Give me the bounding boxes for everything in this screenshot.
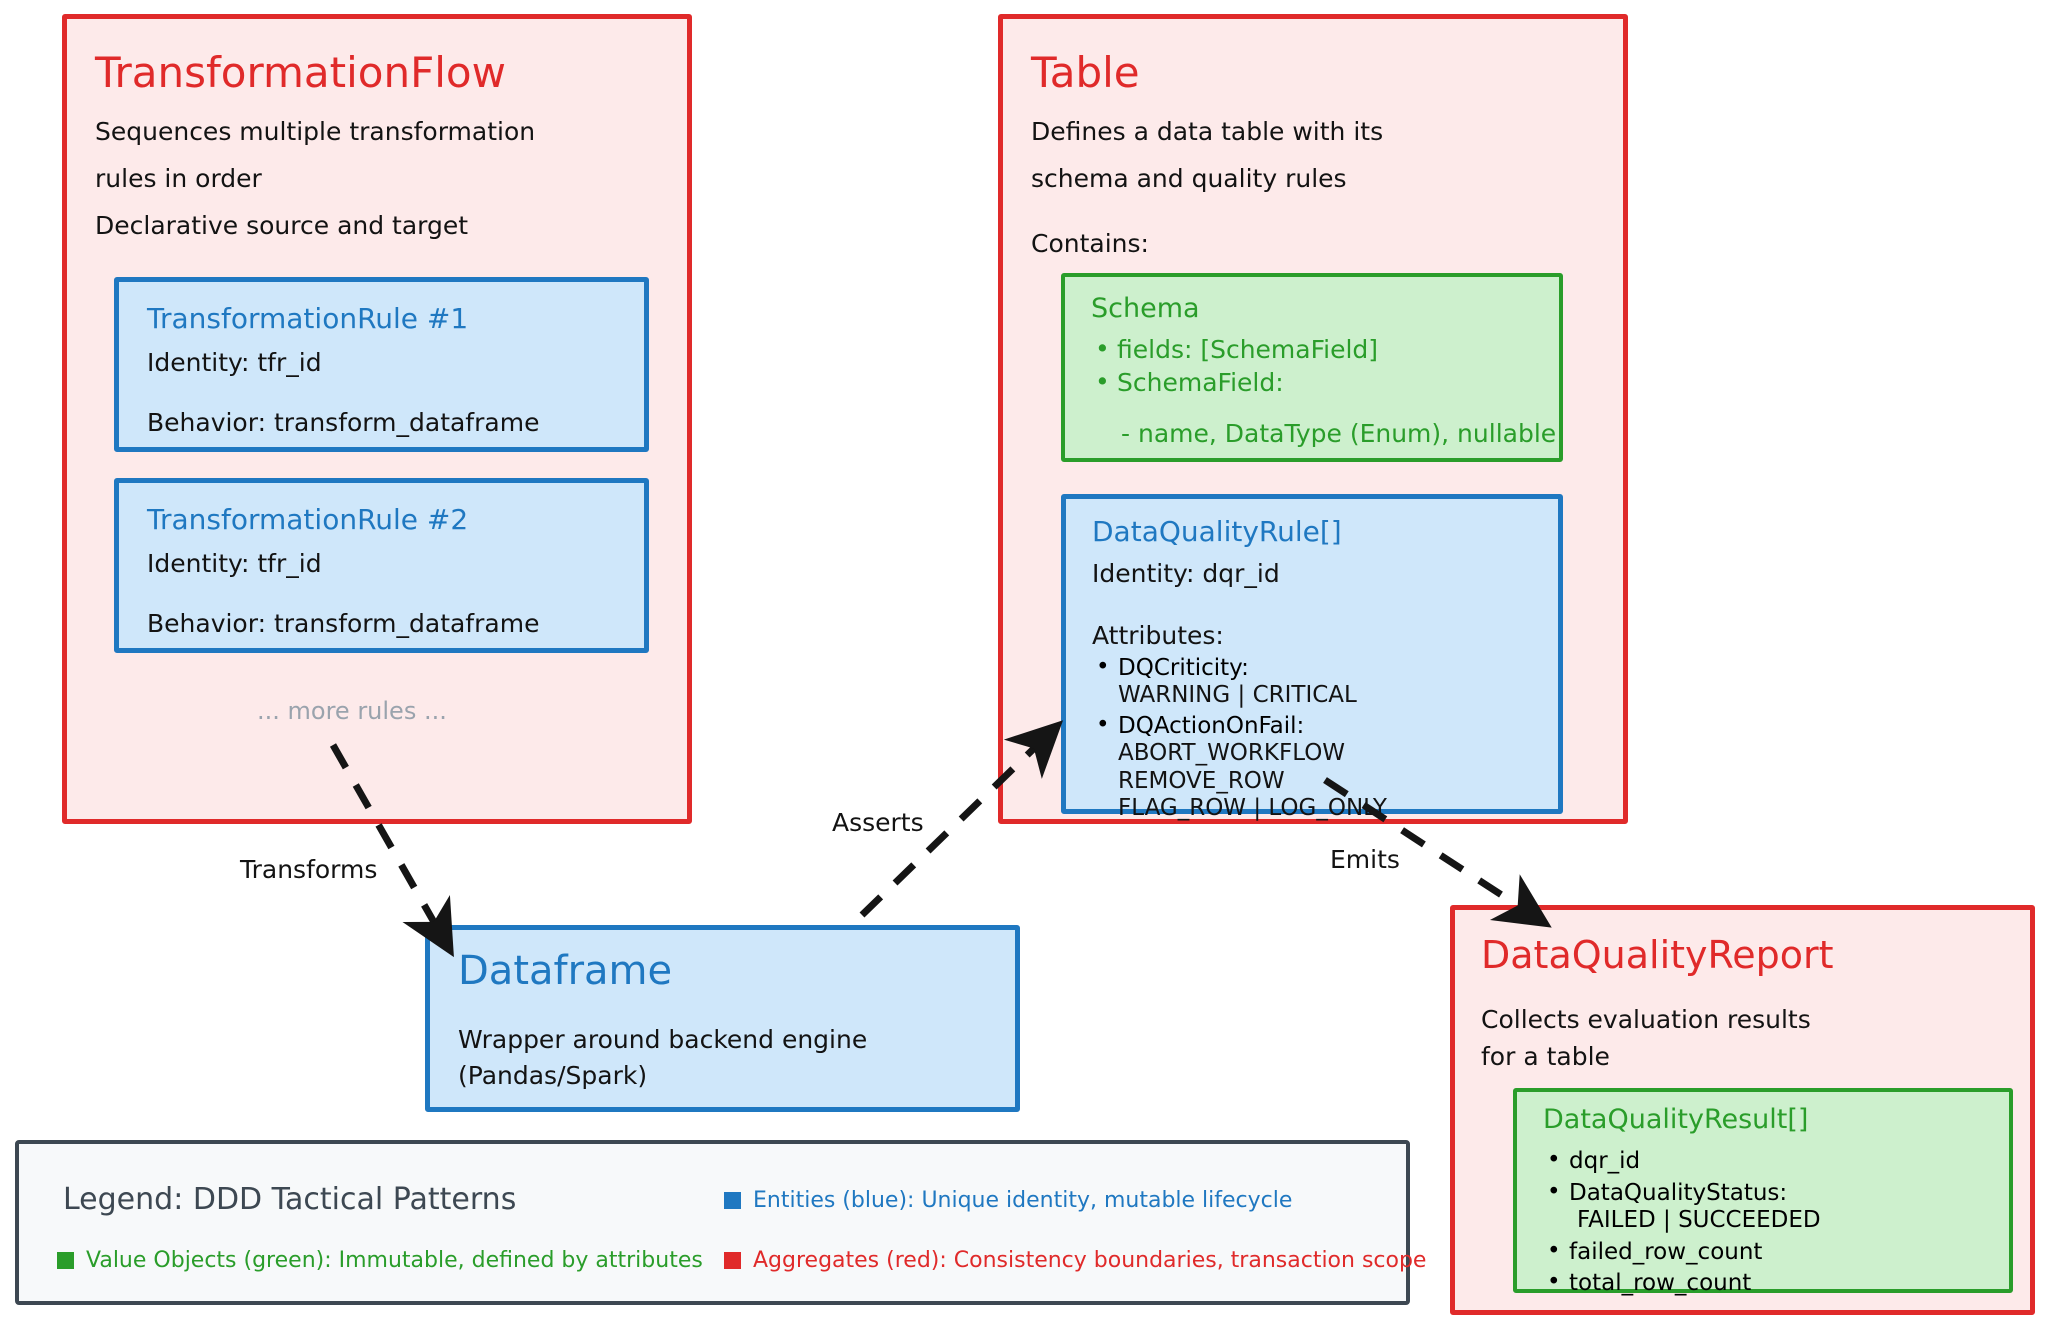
node-data-quality-result[interactable]: DataQualityResult[] dqr_id DataQualitySt…: [1513, 1088, 2013, 1297]
transformation-rule-2-title: TransformationRule #2: [147, 503, 469, 536]
list-item: DQCriticity: WARNING | CRITICAL: [1092, 654, 1387, 709]
table-description: Defines a data table with its schema and…: [1031, 119, 1591, 213]
legend-item-value-objects: Value Objects (green): Immutable, define…: [57, 1248, 703, 1273]
legend-swatch-green-icon: [57, 1252, 74, 1269]
data-quality-result-title: DataQualityResult[]: [1543, 1104, 1809, 1135]
data-quality-rule-identity: Identity: dqr_id: [1092, 559, 1280, 588]
data-quality-rule-attribute-list: DQCriticity: WARNING | CRITICAL DQAction…: [1092, 654, 1387, 826]
node-transformation-rule-1[interactable]: TransformationRule #1 Identity: tfr_id B…: [114, 277, 649, 452]
desc-line: Declarative source and target: [95, 211, 469, 240]
schema-subitem: - name, DataType (Enum), nullable: [1121, 419, 1557, 448]
legend-item-label: Entities (blue): Unique identity, mutabl…: [753, 1188, 1293, 1213]
legend: Legend: DDD Tactical Patterns Value Obje…: [15, 1140, 1426, 1305]
legend-item-entities: Entities (blue): Unique identity, mutabl…: [724, 1188, 1292, 1213]
legend-item-label: Value Objects (green): Immutable, define…: [86, 1248, 703, 1273]
node-schema[interactable]: Schema fields: [SchemaField] SchemaField…: [1061, 273, 1563, 462]
schema-bullets: fields: [SchemaField] SchemaField:: [1091, 334, 1378, 401]
desc-line: rules in order: [95, 164, 262, 193]
node-table[interactable]: Table Defines a data table with its sche…: [998, 14, 1628, 824]
list-item: SchemaField:: [1091, 367, 1378, 397]
transformation-rule-1-identity: Identity: tfr_id: [147, 348, 322, 377]
attribute-value: WARNING | CRITICAL: [1118, 682, 1357, 709]
transformation-rule-2-behavior: Behavior: transform_dataframe: [147, 609, 540, 638]
desc-line: for a table: [1481, 1042, 1610, 1072]
table-title: Table: [1031, 48, 1140, 97]
list-item: DQActionOnFail: ABORT_WORKFLOW REMOVE_RO…: [1092, 712, 1387, 822]
node-transformation-flow[interactable]: TransformationFlow Sequences multiple tr…: [62, 14, 692, 824]
schema-title: Schema: [1091, 293, 1200, 324]
attribute-head: DQCriticity:: [1118, 655, 1249, 681]
bullet-value: FAILED | SUCCEEDED: [1577, 1207, 1821, 1234]
data-quality-rule-title: DataQualityRule[]: [1092, 515, 1342, 548]
legend-title: Legend: DDD Tactical Patterns: [63, 1182, 517, 1217]
legend-item-label: Aggregates (red): Consistency boundaries…: [753, 1248, 1427, 1273]
data-quality-report-title: DataQualityReport: [1481, 933, 1834, 977]
desc-line: schema and quality rules: [1031, 164, 1347, 193]
edge-label-asserts: Asserts: [832, 808, 924, 837]
transformation-flow-description: Sequences multiple transformation rules …: [95, 119, 655, 260]
attribute-value: FLAG_ROW | LOG_ONLY: [1118, 794, 1387, 821]
list-item: DataQualityStatus: FAILED | SUCCEEDED: [1543, 1179, 1821, 1235]
table-contains-label: Contains:: [1031, 229, 1149, 258]
legend-item-aggregates: Aggregates (red): Consistency boundaries…: [724, 1248, 1426, 1273]
data-quality-report-description: Collects evaluation results for a table: [1481, 1004, 1811, 1079]
edge-label-transforms: Transforms: [240, 855, 378, 884]
data-quality-result-bullets: dqr_id DataQualityStatus: FAILED | SUCCE…: [1543, 1147, 1821, 1302]
node-dataframe[interactable]: Dataframe Wrapper around backend engine …: [425, 925, 1020, 1112]
node-data-quality-report[interactable]: DataQualityReport Collects evaluation re…: [1450, 905, 2035, 1315]
attribute-value: REMOVE_ROW: [1118, 767, 1285, 794]
node-transformation-rule-2[interactable]: TransformationRule #2 Identity: tfr_id B…: [114, 478, 649, 653]
list-item: failed_row_count: [1543, 1238, 1821, 1267]
attribute-value: ABORT_WORKFLOW: [1118, 740, 1346, 767]
list-item: dqr_id: [1543, 1147, 1821, 1176]
transformation-rule-2-identity: Identity: tfr_id: [147, 549, 322, 578]
desc-line: (Pandas/Spark): [458, 1061, 648, 1090]
transformation-rule-1-behavior: Behavior: transform_dataframe: [147, 408, 540, 437]
desc-line: Wrapper around backend engine: [458, 1025, 868, 1054]
list-item: fields: [SchemaField]: [1091, 334, 1378, 364]
data-quality-rule-attributes-label: Attributes:: [1092, 621, 1224, 650]
transformation-rule-1-title: TransformationRule #1: [147, 302, 469, 335]
edge-label-emits: Emits: [1330, 845, 1400, 874]
desc-line: Collects evaluation results: [1481, 1005, 1811, 1034]
attribute-head: DQActionOnFail:: [1118, 713, 1305, 740]
desc-line: Defines a data table with its: [1031, 117, 1384, 146]
dataframe-description: Wrapper around backend engine (Pandas/Sp…: [458, 1025, 867, 1097]
dataframe-title: Dataframe: [458, 948, 673, 994]
bullet-head: DataQualityStatus:: [1569, 1179, 1788, 1206]
more-rules-label: ... more rules ...: [257, 697, 447, 725]
list-item: total_row_count: [1543, 1269, 1821, 1298]
transformation-flow-title: TransformationFlow: [95, 48, 506, 97]
desc-line: Sequences multiple transformation: [95, 117, 536, 146]
node-data-quality-rule[interactable]: DataQualityRule[] Identity: dqr_id Attri…: [1061, 494, 1563, 821]
legend-swatch-red-icon: [724, 1252, 741, 1269]
legend-swatch-blue-icon: [724, 1192, 741, 1209]
